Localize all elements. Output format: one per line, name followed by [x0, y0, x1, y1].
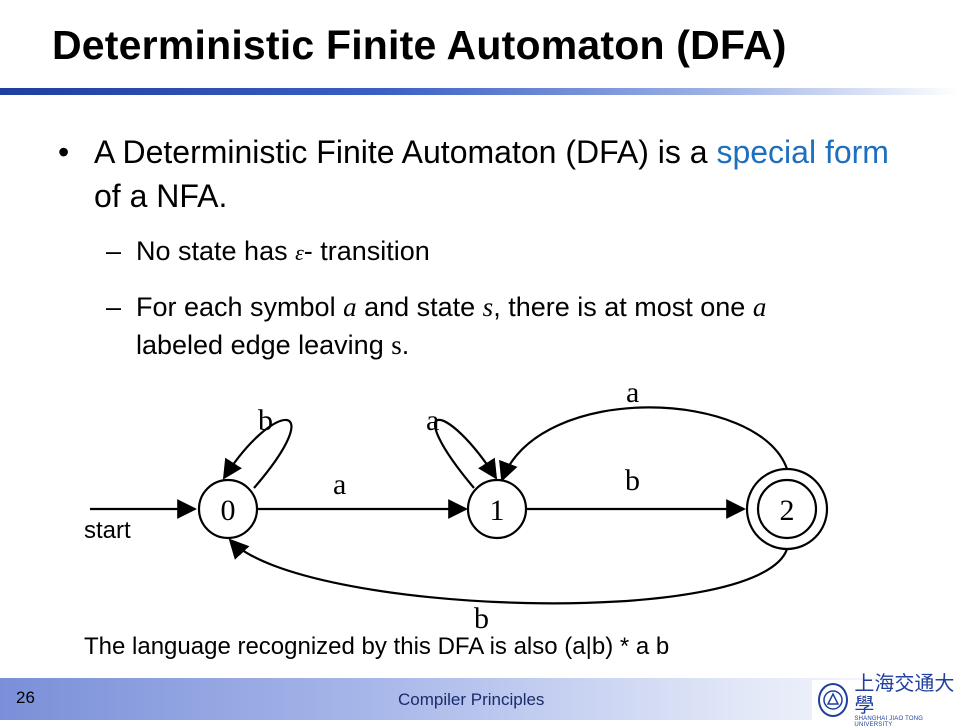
sub-text: .: [401, 330, 410, 360]
symbol-s: s: [482, 292, 494, 322]
start-label: start: [84, 517, 131, 544]
title-rule: [0, 88, 960, 95]
sub-text: and state: [356, 292, 483, 322]
logo-chinese-name: 上海交通大學: [854, 671, 955, 717]
state-1-label: 1: [490, 494, 505, 527]
epsilon-symbol: ε: [295, 240, 304, 265]
edge-1-1: [433, 418, 498, 489]
sub-text: For each symbol: [136, 292, 344, 322]
seal-emblem-icon: [823, 690, 843, 710]
bullet-marker: •: [58, 134, 70, 170]
sub-dash: –: [106, 236, 122, 266]
state-2-circle: [756, 478, 818, 540]
bullet-highlight: special form: [716, 134, 889, 170]
symbol-s: s: [391, 330, 402, 360]
logo-english-name: SHANGHAI JIAO TONG UNIVERSITY: [854, 716, 924, 728]
language-note: The language recognized by this DFA is a…: [84, 633, 670, 660]
page-number: 26: [16, 688, 35, 707]
edge-0-1-label: a: [333, 468, 346, 501]
sub-text: labeled edge leaving: [136, 330, 392, 360]
sub-bullet-text: No state has ε- transition: [136, 232, 826, 272]
sub-text: - transition: [303, 236, 430, 266]
edge-1-1-label: a: [426, 404, 439, 437]
state-0-label: 0: [221, 494, 236, 527]
symbol-a: a: [343, 292, 357, 322]
bullet-text-before: A Deterministic Finite Automaton (DFA) i…: [94, 134, 717, 170]
symbol-a: a: [752, 292, 767, 322]
state-1-circle: [466, 478, 528, 540]
university-logo: 上海交通大學 SHANGHAI JIAO TONG UNIVERSITY: [812, 672, 960, 728]
edge-1-2-label: b: [625, 464, 640, 497]
footer-bar: [0, 678, 960, 720]
sub-text: , there is at most one: [493, 292, 753, 322]
edge-0-0: [222, 418, 293, 489]
state-0-circle: [197, 478, 259, 540]
state-2-label: 2: [780, 494, 795, 527]
edge-2-0: [228, 538, 789, 605]
main-bullet-text: A Deterministic Finite Automaton (DFA) i…: [94, 130, 914, 218]
dfa-diagram: start 0 1 2 b a a b a b: [84, 376, 829, 632]
sub-dash: –: [106, 292, 122, 322]
sub-bullet-text: For each symbol a and state s, there is …: [136, 288, 826, 364]
seal-icon: [818, 683, 849, 717]
course-name: Compiler Principles: [398, 690, 545, 709]
edge-0-0-label: b: [258, 404, 273, 437]
sub-text: No state has: [136, 236, 296, 266]
edge-2-0-label: b: [474, 602, 489, 632]
edge-2-1: [499, 406, 789, 482]
bullet-text-after: of a NFA.: [94, 178, 228, 214]
slide-title: Deterministic Finite Automaton (DFA): [52, 22, 787, 68]
edge-2-1-label: a: [626, 376, 639, 409]
